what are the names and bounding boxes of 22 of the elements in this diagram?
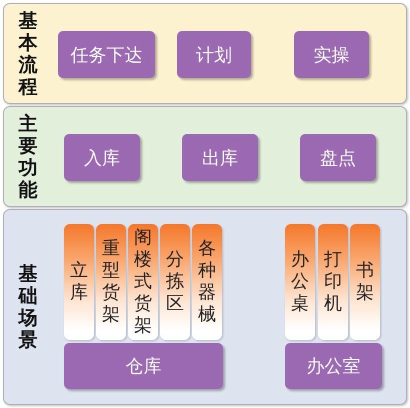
item-bar: 书架 (350, 224, 380, 340)
item-bar: 立库 (64, 224, 94, 340)
item-bar: 各种器械 (192, 224, 222, 340)
section-heading: 主要功能 (17, 112, 38, 200)
process-box: 计划 (177, 31, 251, 78)
item-bar: 分拣区 (160, 224, 190, 340)
process-box: 任务下达 (58, 31, 155, 78)
section-heading: 基础场景 (16, 263, 38, 351)
item-bar: 打印机 (318, 224, 348, 340)
item-bar: 阁楼式货架 (128, 224, 158, 340)
area-box: 办公室 (285, 343, 382, 389)
item-bar: 办公桌 (285, 224, 315, 340)
section-heading: 基本流程 (17, 10, 38, 98)
process-box: 实操 (294, 31, 369, 78)
item-bar: 重型货架 (96, 224, 126, 340)
function-box: 出库 (182, 134, 258, 181)
section-panel (3, 209, 407, 405)
section-panel (3, 106, 407, 207)
function-box: 盘点 (300, 134, 376, 181)
section-panel (3, 3, 407, 104)
area-box: 仓库 (64, 343, 223, 389)
function-box: 入库 (64, 134, 140, 181)
